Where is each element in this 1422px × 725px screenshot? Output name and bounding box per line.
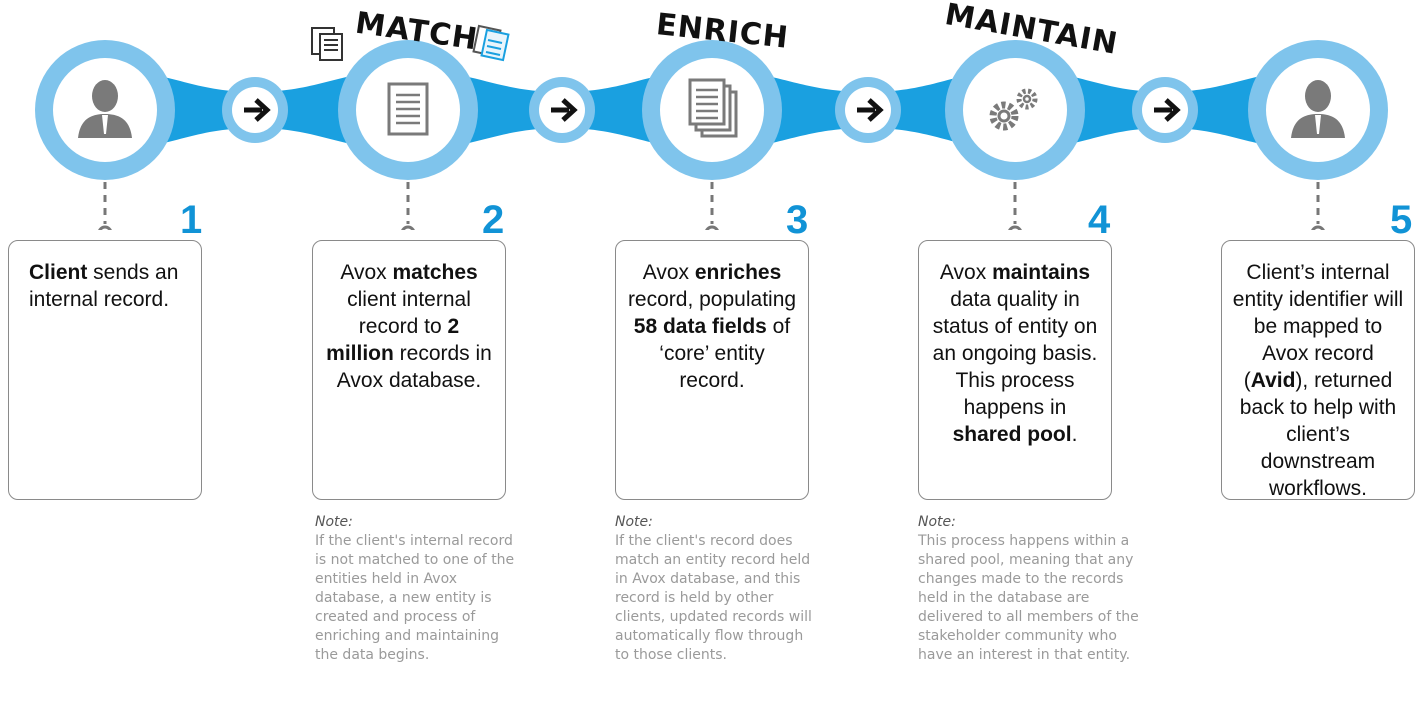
- step-description-1: Client sends an internal record.: [19, 259, 191, 313]
- note-text: If the client's record does match an ent…: [615, 533, 812, 663]
- step-description-4: Avox maintains data quality in status of…: [929, 259, 1101, 448]
- node-maintain: [945, 40, 1085, 180]
- step-card-3: Avox enriches record, populating 58 data…: [615, 240, 809, 500]
- arrow-right-icon: [551, 98, 578, 122]
- process-flow-band: [35, 24, 1388, 230]
- emphasis-text: matches: [392, 261, 478, 284]
- note-title: Note:: [918, 514, 956, 530]
- connector-dot-2: [401, 225, 415, 230]
- note-match: Note: If the client's internal record is…: [315, 513, 520, 665]
- description-text: data quality in status of entity on an o…: [932, 288, 1098, 419]
- arrow-node-2: [529, 77, 595, 143]
- person-icon: [1291, 80, 1345, 138]
- arrow-right-icon: [857, 98, 884, 122]
- step-card-1: Client sends an internal record.: [8, 240, 202, 500]
- step-number-4: 4: [1088, 198, 1111, 242]
- papers-icon: [311, 27, 343, 61]
- description-text: records in Avox database.: [336, 342, 492, 392]
- node-match: [338, 40, 478, 180]
- step-card-5: Client’s internal entity identifier will…: [1221, 240, 1415, 500]
- connector-dot-1: [98, 225, 112, 230]
- node-enrich: [642, 40, 782, 180]
- description-text: of ‘core’ entity record.: [659, 315, 791, 392]
- node-client-start: [35, 40, 175, 180]
- person-icon: [78, 80, 132, 138]
- arrow-right-icon: [244, 98, 271, 122]
- step-number-5: 5: [1390, 198, 1413, 242]
- description-text: client internal record to: [347, 288, 471, 338]
- step-number-2: 2: [482, 198, 505, 242]
- description-text: ), returned back to help with client’s d…: [1239, 369, 1397, 500]
- note-text: If the client's internal record is not m…: [315, 533, 515, 663]
- description-text: record, populating: [627, 288, 797, 311]
- description-text: Client’s internal entity identifier will…: [1232, 261, 1404, 392]
- note-text: This process happens within a shared poo…: [918, 533, 1139, 663]
- connector-dot-3: [705, 225, 719, 230]
- step-card-2: Avox matches client internal record to 2…: [312, 240, 506, 500]
- step-description-3: Avox enriches record, populating 58 data…: [626, 259, 798, 394]
- node-client-end: [1248, 40, 1388, 180]
- step-description-2: Avox matches client internal record to 2…: [323, 259, 495, 394]
- connector-dot-4: [1008, 225, 1022, 230]
- note-title: Note:: [315, 514, 353, 530]
- emphasis-text: 2 million: [326, 315, 460, 365]
- emphasis-text: shared pool: [952, 423, 1072, 446]
- arrow-node-3: [835, 77, 901, 143]
- emphasis-text: Client: [29, 261, 88, 284]
- emphasis-text: enriches: [694, 261, 782, 284]
- connector-dot-5: [1311, 225, 1325, 230]
- document-icon: [387, 82, 429, 136]
- step-description-5: Client’s internal entity identifier will…: [1232, 259, 1404, 502]
- description-text: Avox: [939, 261, 993, 284]
- description-text: Avox: [340, 261, 393, 284]
- description-text: Avox: [642, 261, 695, 284]
- description-text: sends an internal record.: [29, 261, 179, 311]
- papers-blue-icon: [472, 24, 510, 62]
- arrow-node-1: [222, 77, 288, 143]
- note-enrich: Note: If the client's record does match …: [615, 513, 813, 665]
- emphasis-text: Avid: [1250, 369, 1296, 392]
- note-title: Note:: [615, 514, 653, 530]
- note-maintain: Note: This process happens within a shar…: [918, 513, 1140, 665]
- documents-stack-icon: [688, 78, 738, 138]
- arrow-node-4: [1132, 77, 1198, 143]
- step-number-3: 3: [786, 198, 809, 242]
- step-card-4: Avox maintains data quality in status of…: [918, 240, 1112, 500]
- arrow-right-icon: [1154, 98, 1181, 122]
- emphasis-text: maintains: [992, 261, 1091, 284]
- emphasis-text: 58 data fields: [633, 315, 767, 338]
- gears-icon: [989, 88, 1038, 131]
- step-number-1: 1: [180, 198, 203, 242]
- description-text: .: [1071, 423, 1078, 446]
